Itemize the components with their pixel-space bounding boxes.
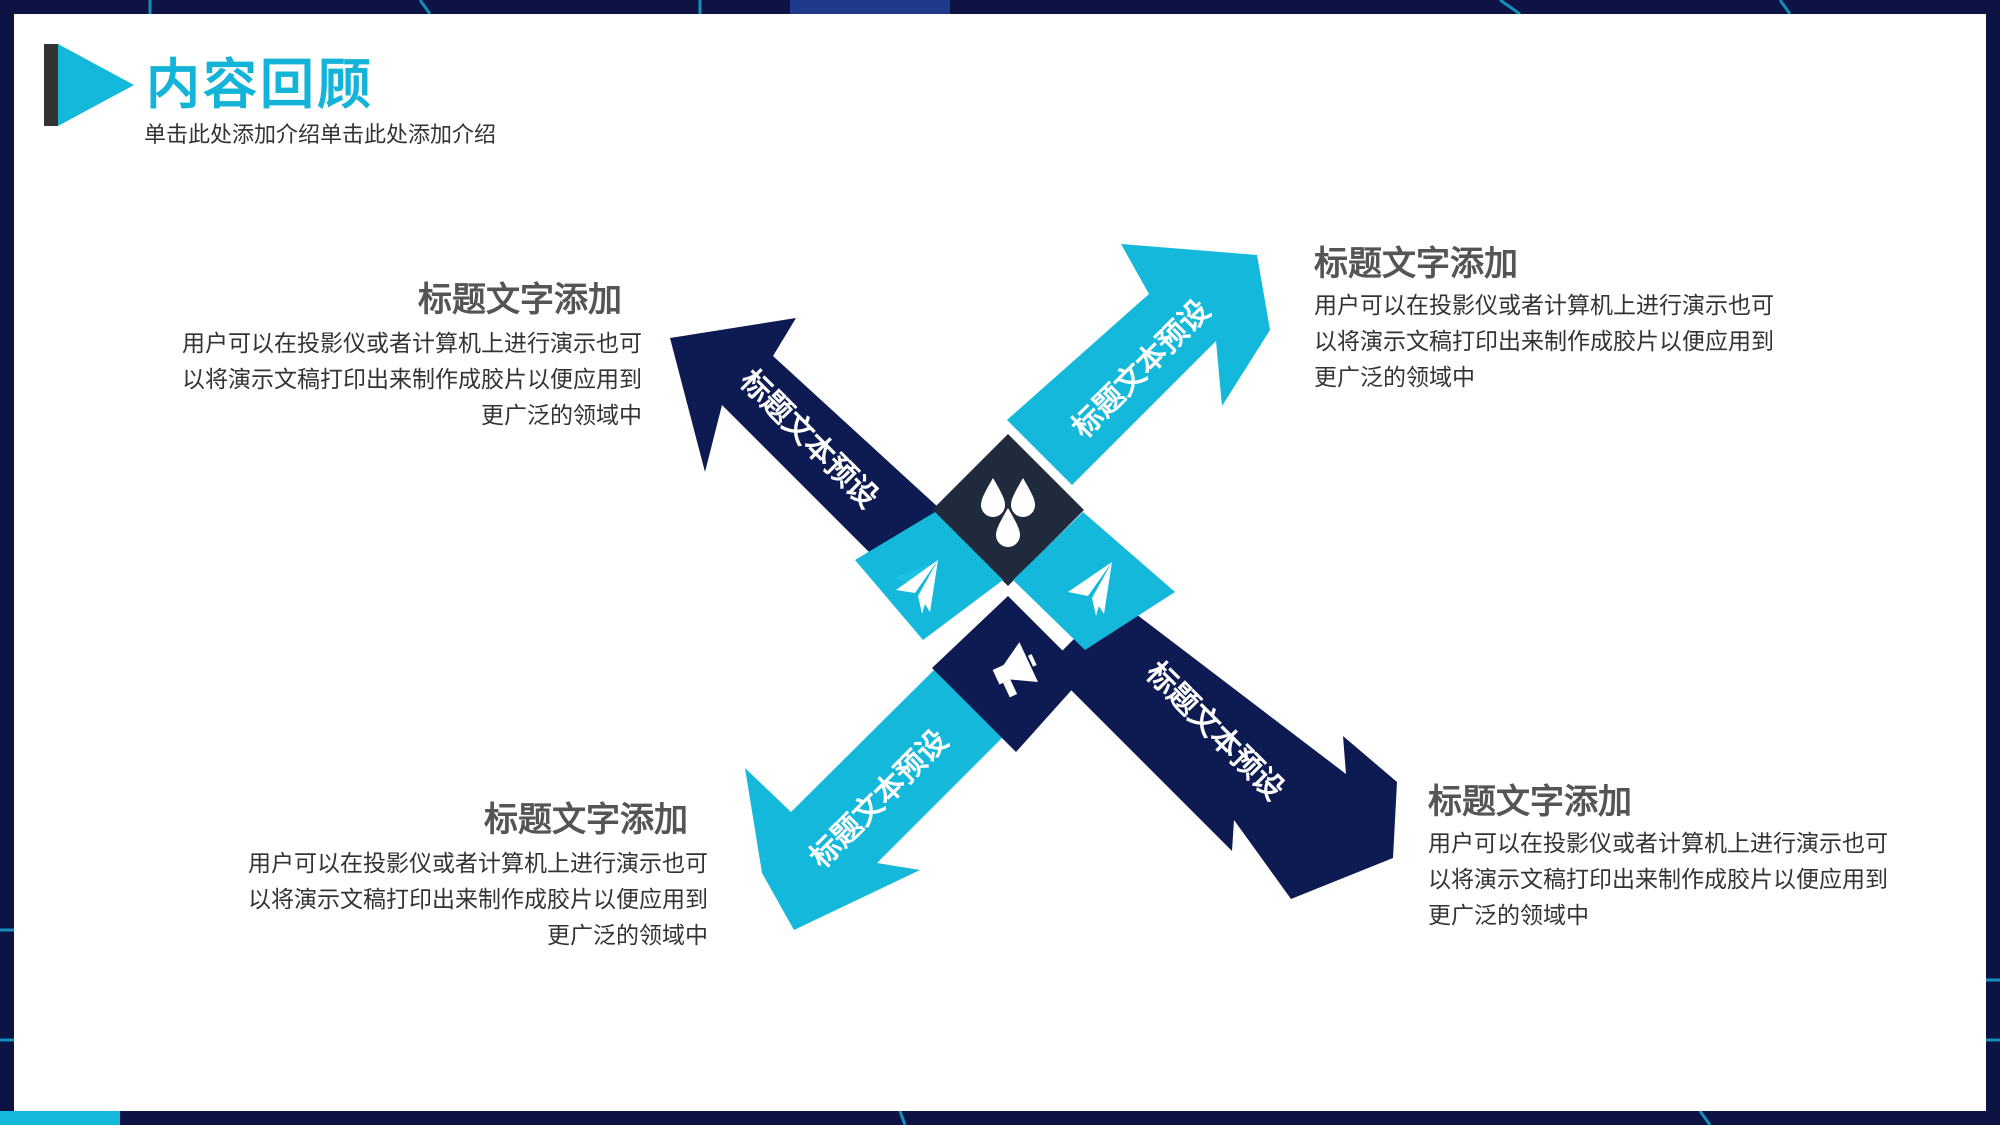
arrow-bottom-left: 标题文本预设 [745,666,1006,930]
block-line: 更广泛的领域中 [481,403,642,429]
block-body-top-left: 用户可以在投影仪或者计算机上进行演示也可 以将演示文稿打印出来制作成胶片以便应用… [102,326,642,434]
play-triangle-icon [44,44,134,126]
block-line: 以将演示文稿打印出来制作成胶片以便应用到 [248,887,708,913]
block-line: 用户可以在投影仪或者计算机上进行演示也可 [248,851,708,877]
block-line: 用户可以在投影仪或者计算机上进行演示也可 [182,331,642,357]
page-subtitle: 单击此处添加介绍单击此处添加介绍 [144,123,497,148]
center-tile-left [855,512,1003,640]
block-line: 以将演示文稿打印出来制作成胶片以便应用到 [1314,329,1774,355]
block-line: 以将演示文稿打印出来制作成胶片以便应用到 [182,367,642,393]
paper-plane-icon [896,560,938,614]
block-body-bottom-left: 用户可以在投影仪或者计算机上进行演示也可 以将演示文稿打印出来制作成胶片以便应用… [168,846,708,954]
block-body-bottom-right: 用户可以在投影仪或者计算机上进行演示也可 以将演示文稿打印出来制作成胶片以便应用… [1428,826,1968,934]
block-line: 用户可以在投影仪或者计算机上进行演示也可 [1428,831,1888,857]
block-title-top-left: 标题文字添加 [418,280,622,320]
block-line: 更广泛的领域中 [1314,365,1475,391]
page-title: 内容回顾 [146,53,374,116]
block-line: 以将演示文稿打印出来制作成胶片以便应用到 [1428,867,1888,893]
arrow-bottom-right: 标题文本预设 [1047,598,1397,899]
arrow-top-right: 标题文本预设 [1007,244,1270,485]
center-tile-right [1013,512,1175,650]
water-drops-icon [981,478,1035,547]
center-tile-bottom [932,596,1086,752]
paper-plane-icon [1068,562,1112,616]
block-body-top-right: 用户可以在投影仪或者计算机上进行演示也可 以将演示文稿打印出来制作成胶片以便应用… [1314,288,1854,396]
block-title-bottom-left: 标题文字添加 [484,800,688,840]
arrow-top-left: 标题文本预设 [670,318,939,565]
block-title-bottom-right: 标题文字添加 [1428,782,1632,822]
megaphone-icon [992,642,1038,698]
block-line: 更广泛的领域中 [547,923,708,949]
block-line: 用户可以在投影仪或者计算机上进行演示也可 [1314,293,1774,319]
block-title-top-right: 标题文字添加 [1314,244,1518,284]
block-line: 更广泛的领域中 [1428,903,1589,929]
